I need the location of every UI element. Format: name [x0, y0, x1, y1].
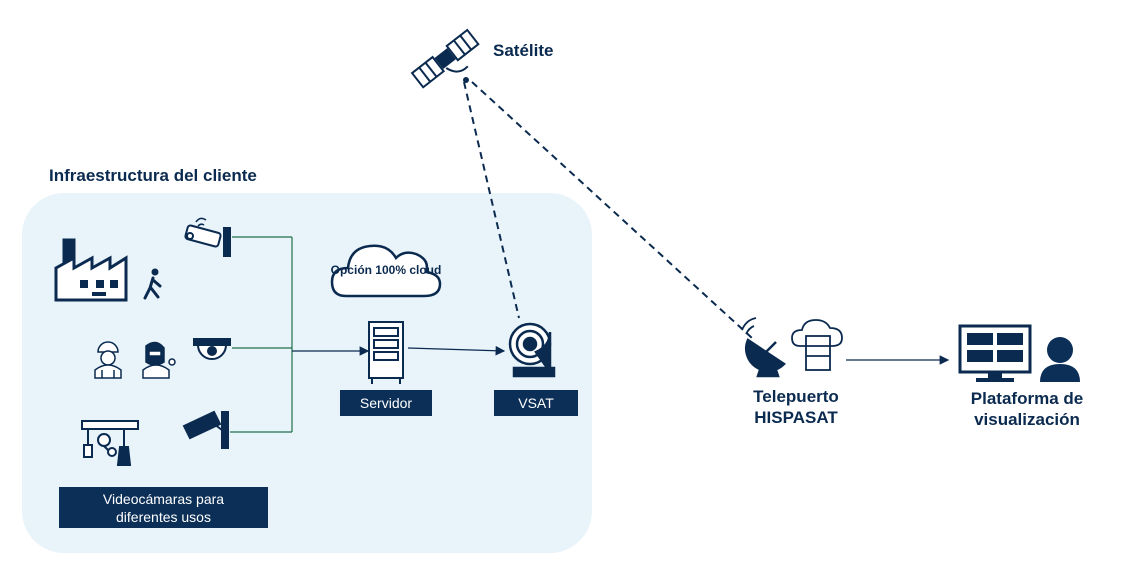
- client-infrastructure-area: [22, 193, 592, 553]
- platform-label: Plataforma de visualización: [970, 389, 1084, 429]
- welder-worker-icon: [142, 341, 176, 379]
- bullet-camera-icon: [184, 217, 231, 257]
- camera-wiring: [230, 236, 293, 433]
- teleport-dish-icon: [741, 317, 786, 378]
- teleport-server-cloud-icon: [791, 319, 843, 371]
- dome-camera-icon: [193, 338, 231, 360]
- satellite-teleport-link: [471, 81, 753, 339]
- server-icon: [368, 321, 404, 384]
- cloud-option-label: Opción 100% cloud: [330, 263, 442, 277]
- walking-person-icon: [143, 268, 162, 300]
- server-to-vsat-arrow: [407, 345, 506, 356]
- satellite-label: Satélite: [493, 41, 554, 60]
- satellite-icon: [410, 28, 480, 89]
- server-label: Servidor: [340, 390, 432, 416]
- monitor-icon: [958, 324, 1032, 382]
- construction-worker-icon: [94, 341, 122, 379]
- factory-icon: [54, 238, 128, 302]
- vsat-label: VSAT: [494, 390, 578, 416]
- cameras-label: Videocámaras para diferentes usos: [59, 487, 268, 528]
- teleport-label: Telepuerto HISPASAT: [753, 387, 839, 427]
- user-icon: [1040, 337, 1080, 382]
- crane-hoist-icon: [81, 420, 139, 466]
- satellite-dish-point: [463, 77, 469, 83]
- box-camera-icon: [182, 410, 229, 449]
- satellite-vsat-link: [463, 81, 520, 319]
- client-area-title: Infraestructura del cliente: [49, 166, 257, 185]
- vsat-dish-icon: [508, 322, 556, 378]
- cloud-shape: [330, 244, 442, 298]
